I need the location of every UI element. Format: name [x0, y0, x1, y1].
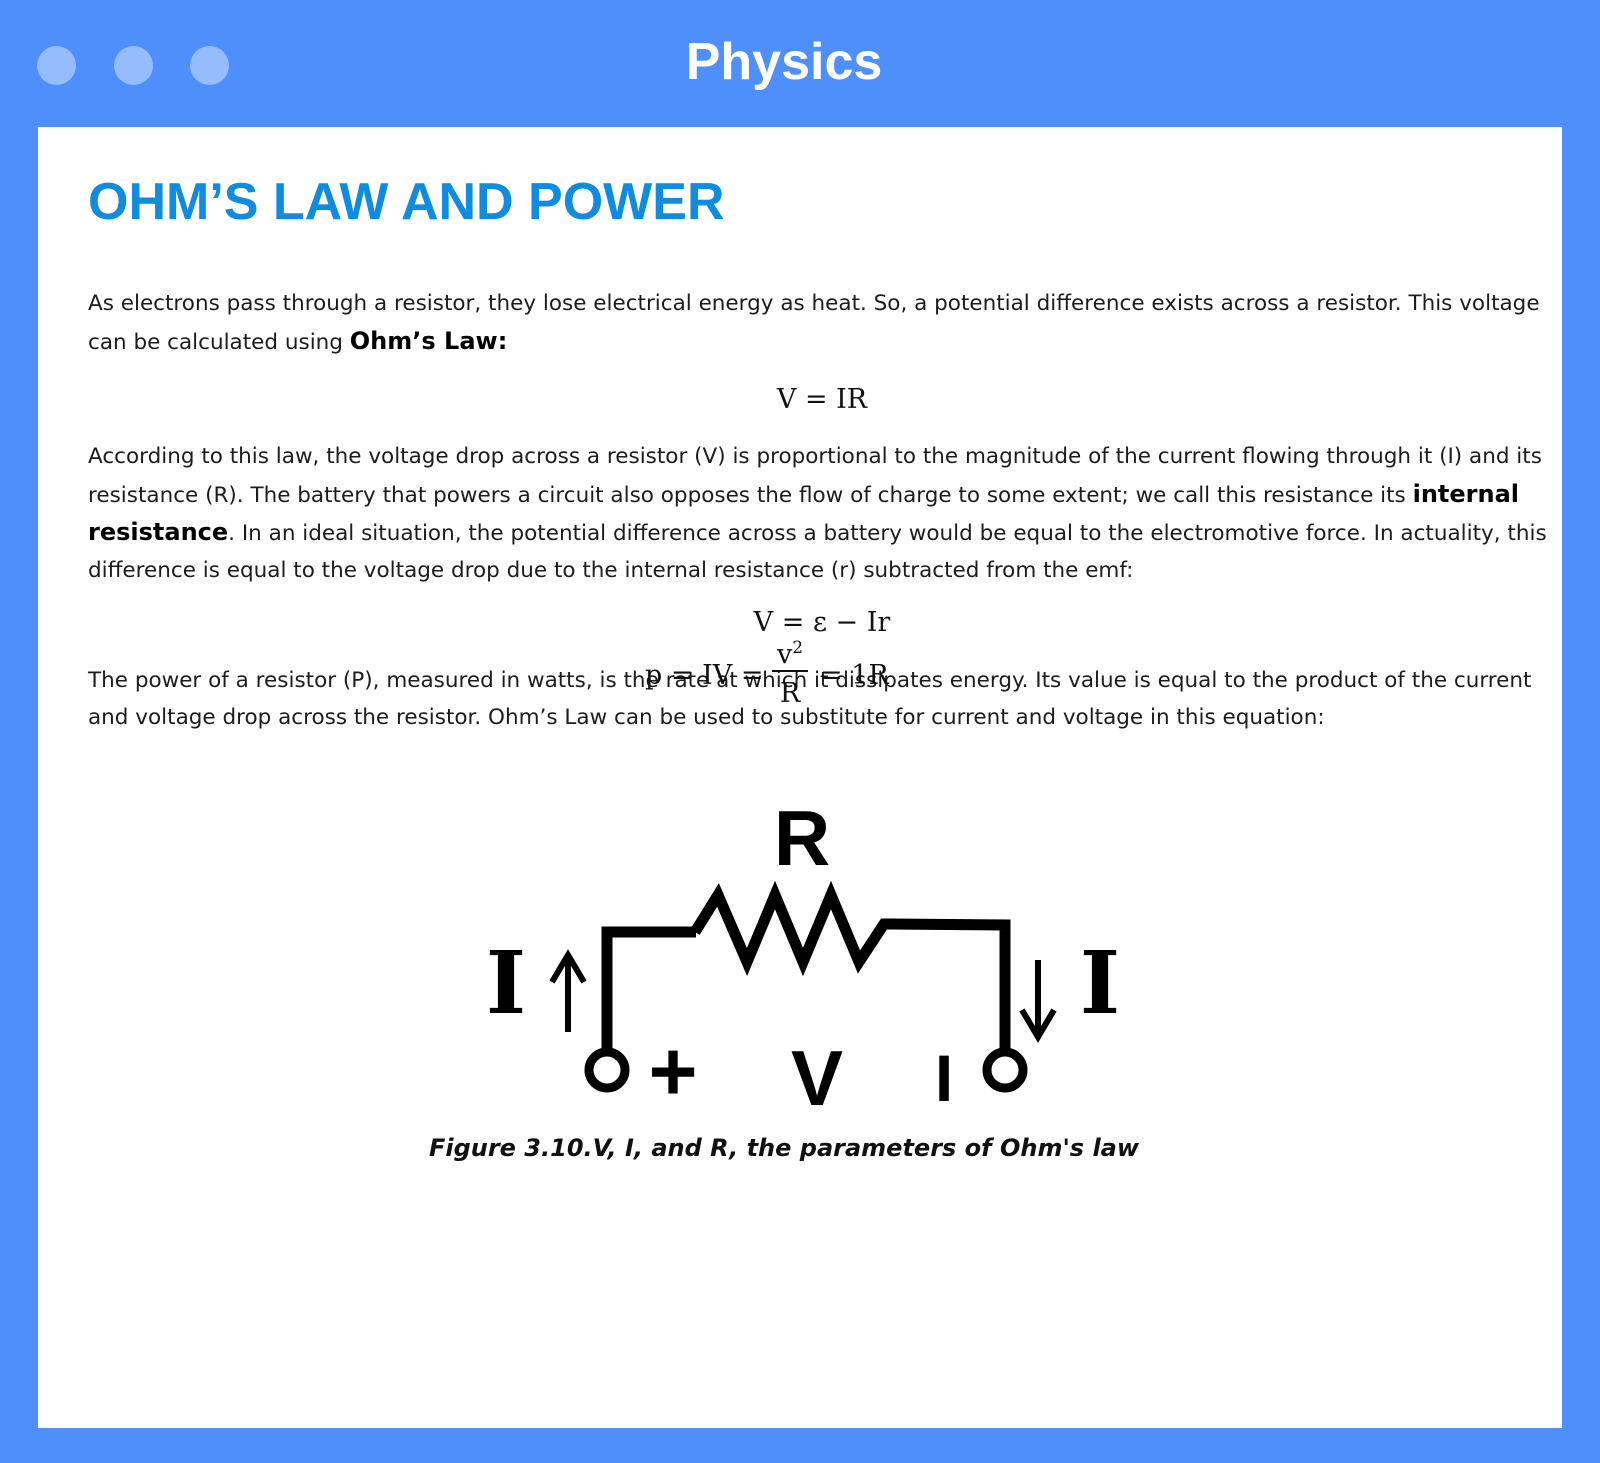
equation-ohms-law: V = IR	[776, 384, 868, 415]
negative-terminal-icon	[982, 1047, 1028, 1093]
current-arrow-down-icon	[1019, 960, 1057, 1043]
fraction-numerator: v2	[772, 630, 808, 670]
circuit-wire-right	[889, 918, 1011, 1051]
current-arrow-up-icon	[549, 949, 587, 1032]
figure-caption: Figure 3.10.V, I, and R, the parameters …	[428, 1134, 1140, 1162]
internal-resistance-term: internal resistance	[88, 479, 1519, 547]
resistance-label: R	[774, 794, 830, 882]
positive-terminal-icon	[584, 1047, 630, 1093]
fraction-bar	[772, 670, 808, 672]
article-content: OHM’S LAW AND POWER As electrons pass th…	[38, 127, 1562, 1428]
positive-sign-label: +	[648, 1024, 697, 1105]
paragraph-1-text: As electrons pass through a resistor, th…	[88, 291, 1540, 355]
window-control-dot-1[interactable]	[37, 46, 76, 85]
current-label-right: I	[1080, 933, 1120, 1034]
window-control-dot-2[interactable]	[114, 46, 153, 85]
fraction-denominator: R	[779, 678, 801, 709]
paragraph-2-text-a: According to this law, the voltage drop …	[88, 444, 1542, 508]
window-control-dot-3[interactable]	[190, 46, 229, 85]
window-titlebar: Physics	[0, 0, 1600, 127]
fraction-numerator-base: v	[776, 639, 793, 670]
circuit-diagram: R I I + V I	[486, 794, 1120, 1105]
paragraph-2-text-b: . In an ideal situation, the potential d…	[88, 521, 1547, 583]
current-label-left: I	[486, 933, 526, 1034]
equation-terminal-voltage: V = ε − Ir	[753, 607, 891, 638]
paragraph-3: The power of a resistor (P), measured in…	[88, 668, 1532, 730]
equation-power-rhs: = 1R	[820, 660, 889, 691]
equation-power-lhs: p = IV =	[645, 660, 764, 691]
ohms-law-circuit-figure: R I I + V I	[440, 765, 1140, 1105]
equation-power-fraction: v2 R	[772, 630, 808, 712]
paragraph-2: According to this law, the voltage drop …	[88, 439, 1548, 589]
paragraph-1: As electrons pass through a resistor, th…	[88, 286, 1548, 361]
window-title: Physics	[685, 33, 883, 91]
article-heading: OHM’S LAW AND POWER	[88, 173, 725, 231]
ohms-law-term: Ohm’s Law:	[349, 326, 508, 355]
circuit-wire-left	[601, 926, 696, 1050]
fraction-numerator-exponent: 2	[792, 638, 804, 658]
negative-sign-label: I	[935, 1041, 953, 1105]
resistor-zigzag-icon	[690, 880, 895, 977]
voltage-label: V	[791, 1034, 843, 1105]
